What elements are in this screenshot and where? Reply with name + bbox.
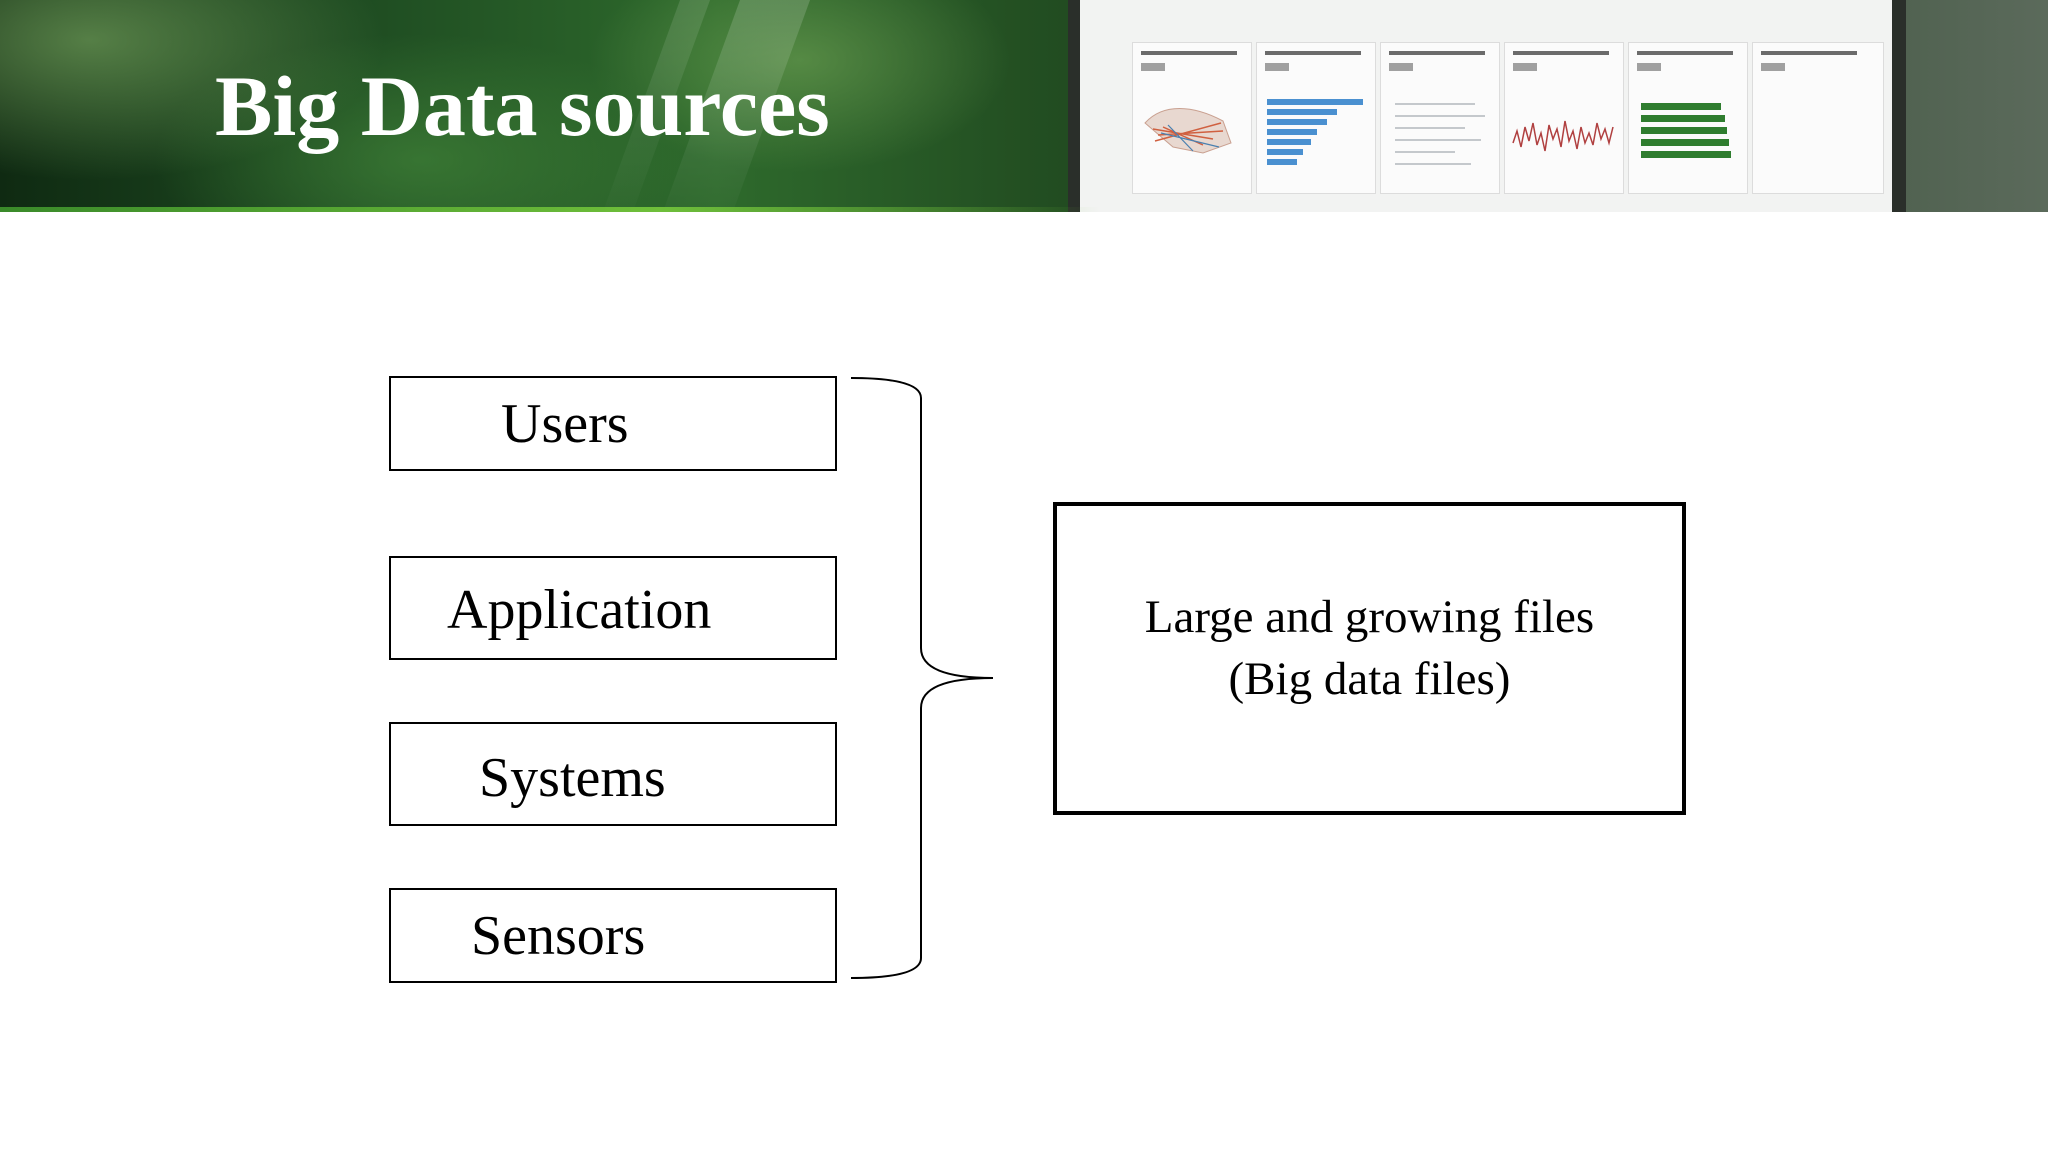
target-label-line2: (Big data files) xyxy=(1228,653,1511,705)
banner-accent-stripe xyxy=(0,207,1100,212)
source-label: Systems xyxy=(479,747,666,809)
header-banner: Big Data sources xyxy=(0,0,2048,212)
target-label-line1: Large and growing files xyxy=(1144,591,1595,643)
dashboard-card xyxy=(1752,42,1884,194)
page-title: Big Data sources xyxy=(215,58,830,154)
source-box-users: Users xyxy=(389,376,837,471)
target-box: Large and growing files (Big data files) xyxy=(1053,502,1686,815)
source-box-sensors: Sensors xyxy=(389,888,837,983)
source-box-application: Application xyxy=(389,556,837,660)
source-label: Application xyxy=(447,579,712,641)
dashboard-card xyxy=(1380,42,1500,194)
target-label: Large and growing files (Big data files) xyxy=(1057,586,1682,710)
map-graphic xyxy=(1144,108,1232,154)
source-box-systems: Systems xyxy=(389,722,837,826)
source-label: Users xyxy=(501,393,629,455)
dashboard-card xyxy=(1256,42,1376,194)
source-label: Sensors xyxy=(471,905,646,967)
dashboard-card xyxy=(1628,42,1748,194)
dashboard-photo xyxy=(1068,0,1906,212)
dashboard-card xyxy=(1132,42,1252,194)
dashboard-card xyxy=(1504,42,1624,194)
latency-graphic xyxy=(1512,120,1614,152)
